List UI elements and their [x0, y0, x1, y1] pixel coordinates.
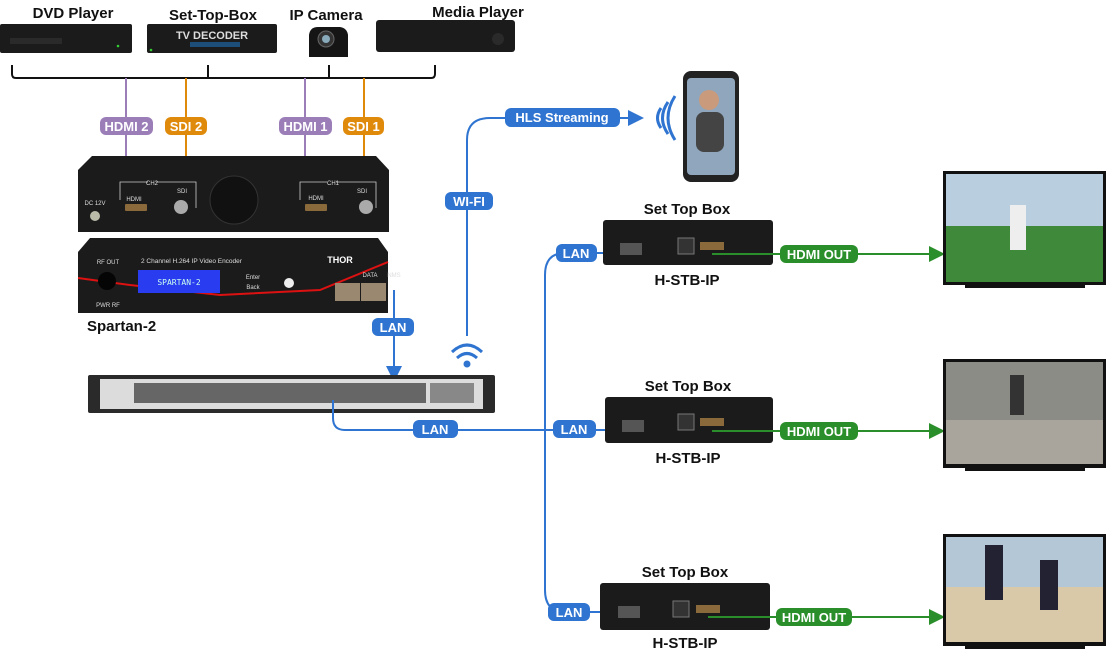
stb1-lan-label: LAN: [556, 244, 597, 262]
tv-1: [943, 171, 1106, 288]
svg-text:CH1: CH1: [327, 181, 340, 187]
svg-text:RF OUT: RF OUT: [97, 260, 120, 266]
smartphone: [683, 71, 739, 182]
thor-logo: THOR: [327, 255, 353, 265]
encoder-lan-label: LAN: [372, 318, 414, 336]
tv-decoder-text: TV DECODER: [176, 30, 248, 42]
lcd-text: SPARTAN-2: [157, 278, 201, 287]
hls-streaming-label: HLS Streaming: [505, 108, 620, 127]
svg-text:Set Top Box: Set Top Box: [644, 201, 731, 218]
hdmi2-label: HDMI 2: [100, 117, 153, 135]
hdmi-out-label-2: HDMI OUT: [780, 422, 858, 440]
svg-text:NMS: NMS: [387, 273, 400, 279]
sdi1-label: SDI 1: [343, 117, 384, 135]
network-switch: [88, 375, 495, 413]
svg-text:Back: Back: [246, 285, 260, 291]
svg-text:DATA: DATA: [362, 273, 377, 279]
receiver-2: Set Top Box H-STB-IP: [605, 378, 773, 467]
hdmi-out-label-1: HDMI OUT: [780, 245, 858, 263]
sources-bracket: [11, 65, 436, 79]
encoder-caption: 2 Channel H.264 IP Video Encoder: [141, 258, 243, 265]
svg-text:LAN: LAN: [380, 320, 407, 335]
hdmi1-label: HDMI 1: [279, 117, 332, 135]
svg-text:HLS Streaming: HLS Streaming: [515, 110, 608, 125]
svg-text:HDMI: HDMI: [308, 196, 324, 202]
svg-text:HDMI OUT: HDMI OUT: [787, 424, 851, 439]
svg-text:HDMI 1: HDMI 1: [283, 119, 327, 134]
receiver-3: Set Top Box H-STB-IP: [600, 564, 770, 652]
svg-text:Set Top Box: Set Top Box: [645, 378, 732, 395]
svg-text:LAN: LAN: [561, 422, 588, 437]
stb2-lan-label: LAN: [553, 420, 596, 438]
svg-text:LAN: LAN: [556, 605, 583, 620]
stb3-lan-label: LAN: [548, 603, 590, 621]
encoder-back-panel: CH2 HDMI SDI DC 12V CH1 HDMI SDI: [78, 156, 389, 232]
dvd-player-device: [0, 24, 132, 53]
svg-text:HDMI: HDMI: [126, 197, 142, 203]
ip-camera-title: IP Camera: [289, 7, 363, 24]
sdi2-label: SDI 2: [165, 117, 207, 135]
svg-text:SDI: SDI: [177, 189, 187, 195]
wifi-line: [466, 110, 644, 336]
svg-text:H-STB-IP: H-STB-IP: [653, 635, 718, 652]
switch-lan-label: LAN: [413, 420, 458, 438]
media-player-title: Media Player: [432, 4, 524, 21]
svg-text:H-STB-IP: H-STB-IP: [655, 272, 720, 289]
media-player-device: [376, 20, 515, 52]
tv-3: [943, 534, 1106, 649]
svg-text:LAN: LAN: [563, 246, 590, 261]
set-top-box-device: TV DECODER: [147, 24, 277, 53]
svg-text:Enter: Enter: [246, 275, 260, 281]
svg-text:Set Top Box: Set Top Box: [642, 564, 729, 581]
svg-text:HDMI OUT: HDMI OUT: [782, 610, 846, 625]
set-top-box-title: Set-Top-Box: [169, 7, 258, 24]
svg-text:DC 12V: DC 12V: [84, 201, 105, 207]
switch-lan-line: [332, 400, 622, 438]
svg-text:HDMI 2: HDMI 2: [104, 119, 148, 134]
svg-text:SDI: SDI: [357, 189, 367, 195]
svg-text:SDI 1: SDI 1: [347, 119, 380, 134]
encoder-name: Spartan-2: [87, 318, 156, 335]
hdmi-out-label-3: HDMI OUT: [776, 608, 852, 626]
ip-camera-device: [309, 27, 348, 57]
svg-text:CH2: CH2: [146, 181, 159, 187]
receiver-1: Set Top Box H-STB-IP: [603, 201, 773, 289]
svg-text:PWR RF: PWR RF: [96, 303, 120, 309]
svg-text:HDMI OUT: HDMI OUT: [787, 247, 851, 262]
wifi-icon: [450, 343, 484, 368]
svg-text:LAN: LAN: [422, 422, 449, 437]
svg-text:H-STB-IP: H-STB-IP: [656, 450, 721, 467]
svg-text:WI-FI: WI-FI: [453, 194, 485, 209]
encoder-front-panel: RF OUT PWR RF 2 Channel H.264 IP Video E…: [77, 238, 401, 313]
dvd-player-title: DVD Player: [33, 5, 114, 22]
svg-text:SDI 2: SDI 2: [170, 119, 203, 134]
tv-2: [943, 359, 1106, 471]
wireless-signal-icon: [656, 95, 677, 141]
wifi-label: WI-FI: [445, 192, 493, 210]
